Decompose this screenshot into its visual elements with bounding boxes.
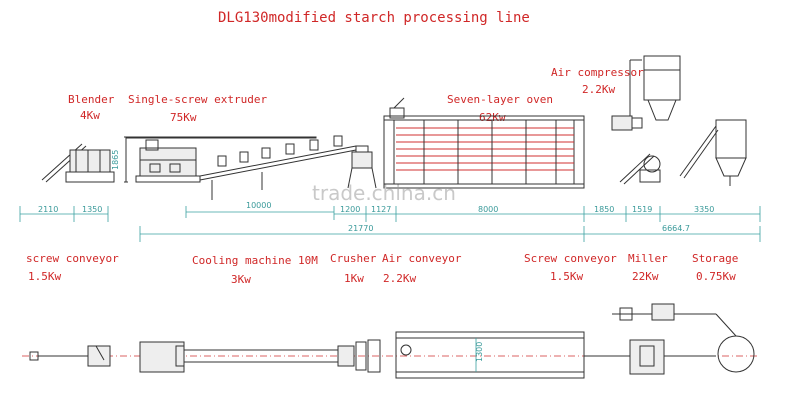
dim-1200: 1200	[340, 205, 360, 214]
watermark-text: trade.china.cn	[312, 181, 456, 205]
oven-label: Seven-layer oven	[447, 93, 553, 106]
storage-machine	[679, 119, 747, 186]
extruder-machine: 1865	[111, 136, 317, 183]
screw-conveyor-1-power: 1.5Kw	[28, 270, 61, 283]
dim-2110: 2110	[38, 205, 58, 214]
plan-extruder	[139, 341, 340, 373]
plan-screw-conveyor	[29, 345, 111, 367]
cooling-power: 3Kw	[231, 273, 251, 286]
dim-total-21770: 21770	[348, 224, 373, 233]
dim-1127: 1127	[371, 205, 391, 214]
crusher-power: 1Kw	[344, 272, 364, 285]
oven-power: 62Kw	[479, 111, 506, 124]
air-conveyor-power: 2.2Kw	[383, 272, 416, 285]
miller-machine	[619, 153, 661, 185]
storage-power: 0.75Kw	[696, 270, 736, 283]
plan-oven: 1300	[395, 331, 585, 379]
dim-height-1865: 1865	[111, 150, 120, 170]
blender-label: Blender	[68, 93, 115, 106]
crusher-label: Crusher	[330, 252, 377, 265]
blender-machine	[41, 143, 115, 183]
miller-power: 22Kw	[632, 270, 659, 283]
crusher-machine	[347, 145, 377, 189]
blender-power: 4Kw	[80, 109, 100, 122]
dim-1519: 1519	[632, 205, 652, 214]
screw-conveyor-2-label: Screw conveyor	[524, 252, 617, 265]
dimension-row-1: 2110 1350 10000 1200 1127 8000 1850 1519…	[19, 201, 761, 222]
extruder-power: 75Kw	[170, 111, 197, 124]
screw-conveyor-1-label: screw conveyor	[26, 252, 119, 265]
cooling-label: Cooling machine 10M	[192, 254, 318, 267]
screw-conveyor-2-power: 1.5Kw	[550, 270, 583, 283]
cooling-machine	[199, 135, 357, 200]
dim-width-1300: 1300	[475, 342, 484, 362]
compressor-power: 2.2Kw	[582, 83, 615, 96]
diagram-title: DLG130modified starch processing line	[218, 10, 530, 26]
dim-8000: 8000	[478, 205, 498, 214]
air-conveyor-label: Air conveyor	[382, 252, 462, 265]
dim-3350: 3350	[694, 205, 714, 214]
air-compressor-machine	[611, 55, 681, 131]
dim-10000: 10000	[246, 201, 271, 210]
seven-layer-oven	[383, 97, 585, 189]
dim-total-6664: 6664.7	[662, 224, 690, 233]
plan-crusher-air	[337, 339, 381, 373]
extruder-label: Single-screw extruder	[128, 93, 267, 106]
plan-miller-storage	[584, 303, 755, 375]
storage-label: Storage	[692, 252, 738, 265]
compressor-label: Air compressor	[551, 66, 644, 79]
dimension-row-2: 21770 6664.7	[139, 224, 761, 242]
dim-1350: 1350	[82, 205, 102, 214]
miller-label: Miller	[628, 252, 668, 265]
dim-1850: 1850	[594, 205, 614, 214]
